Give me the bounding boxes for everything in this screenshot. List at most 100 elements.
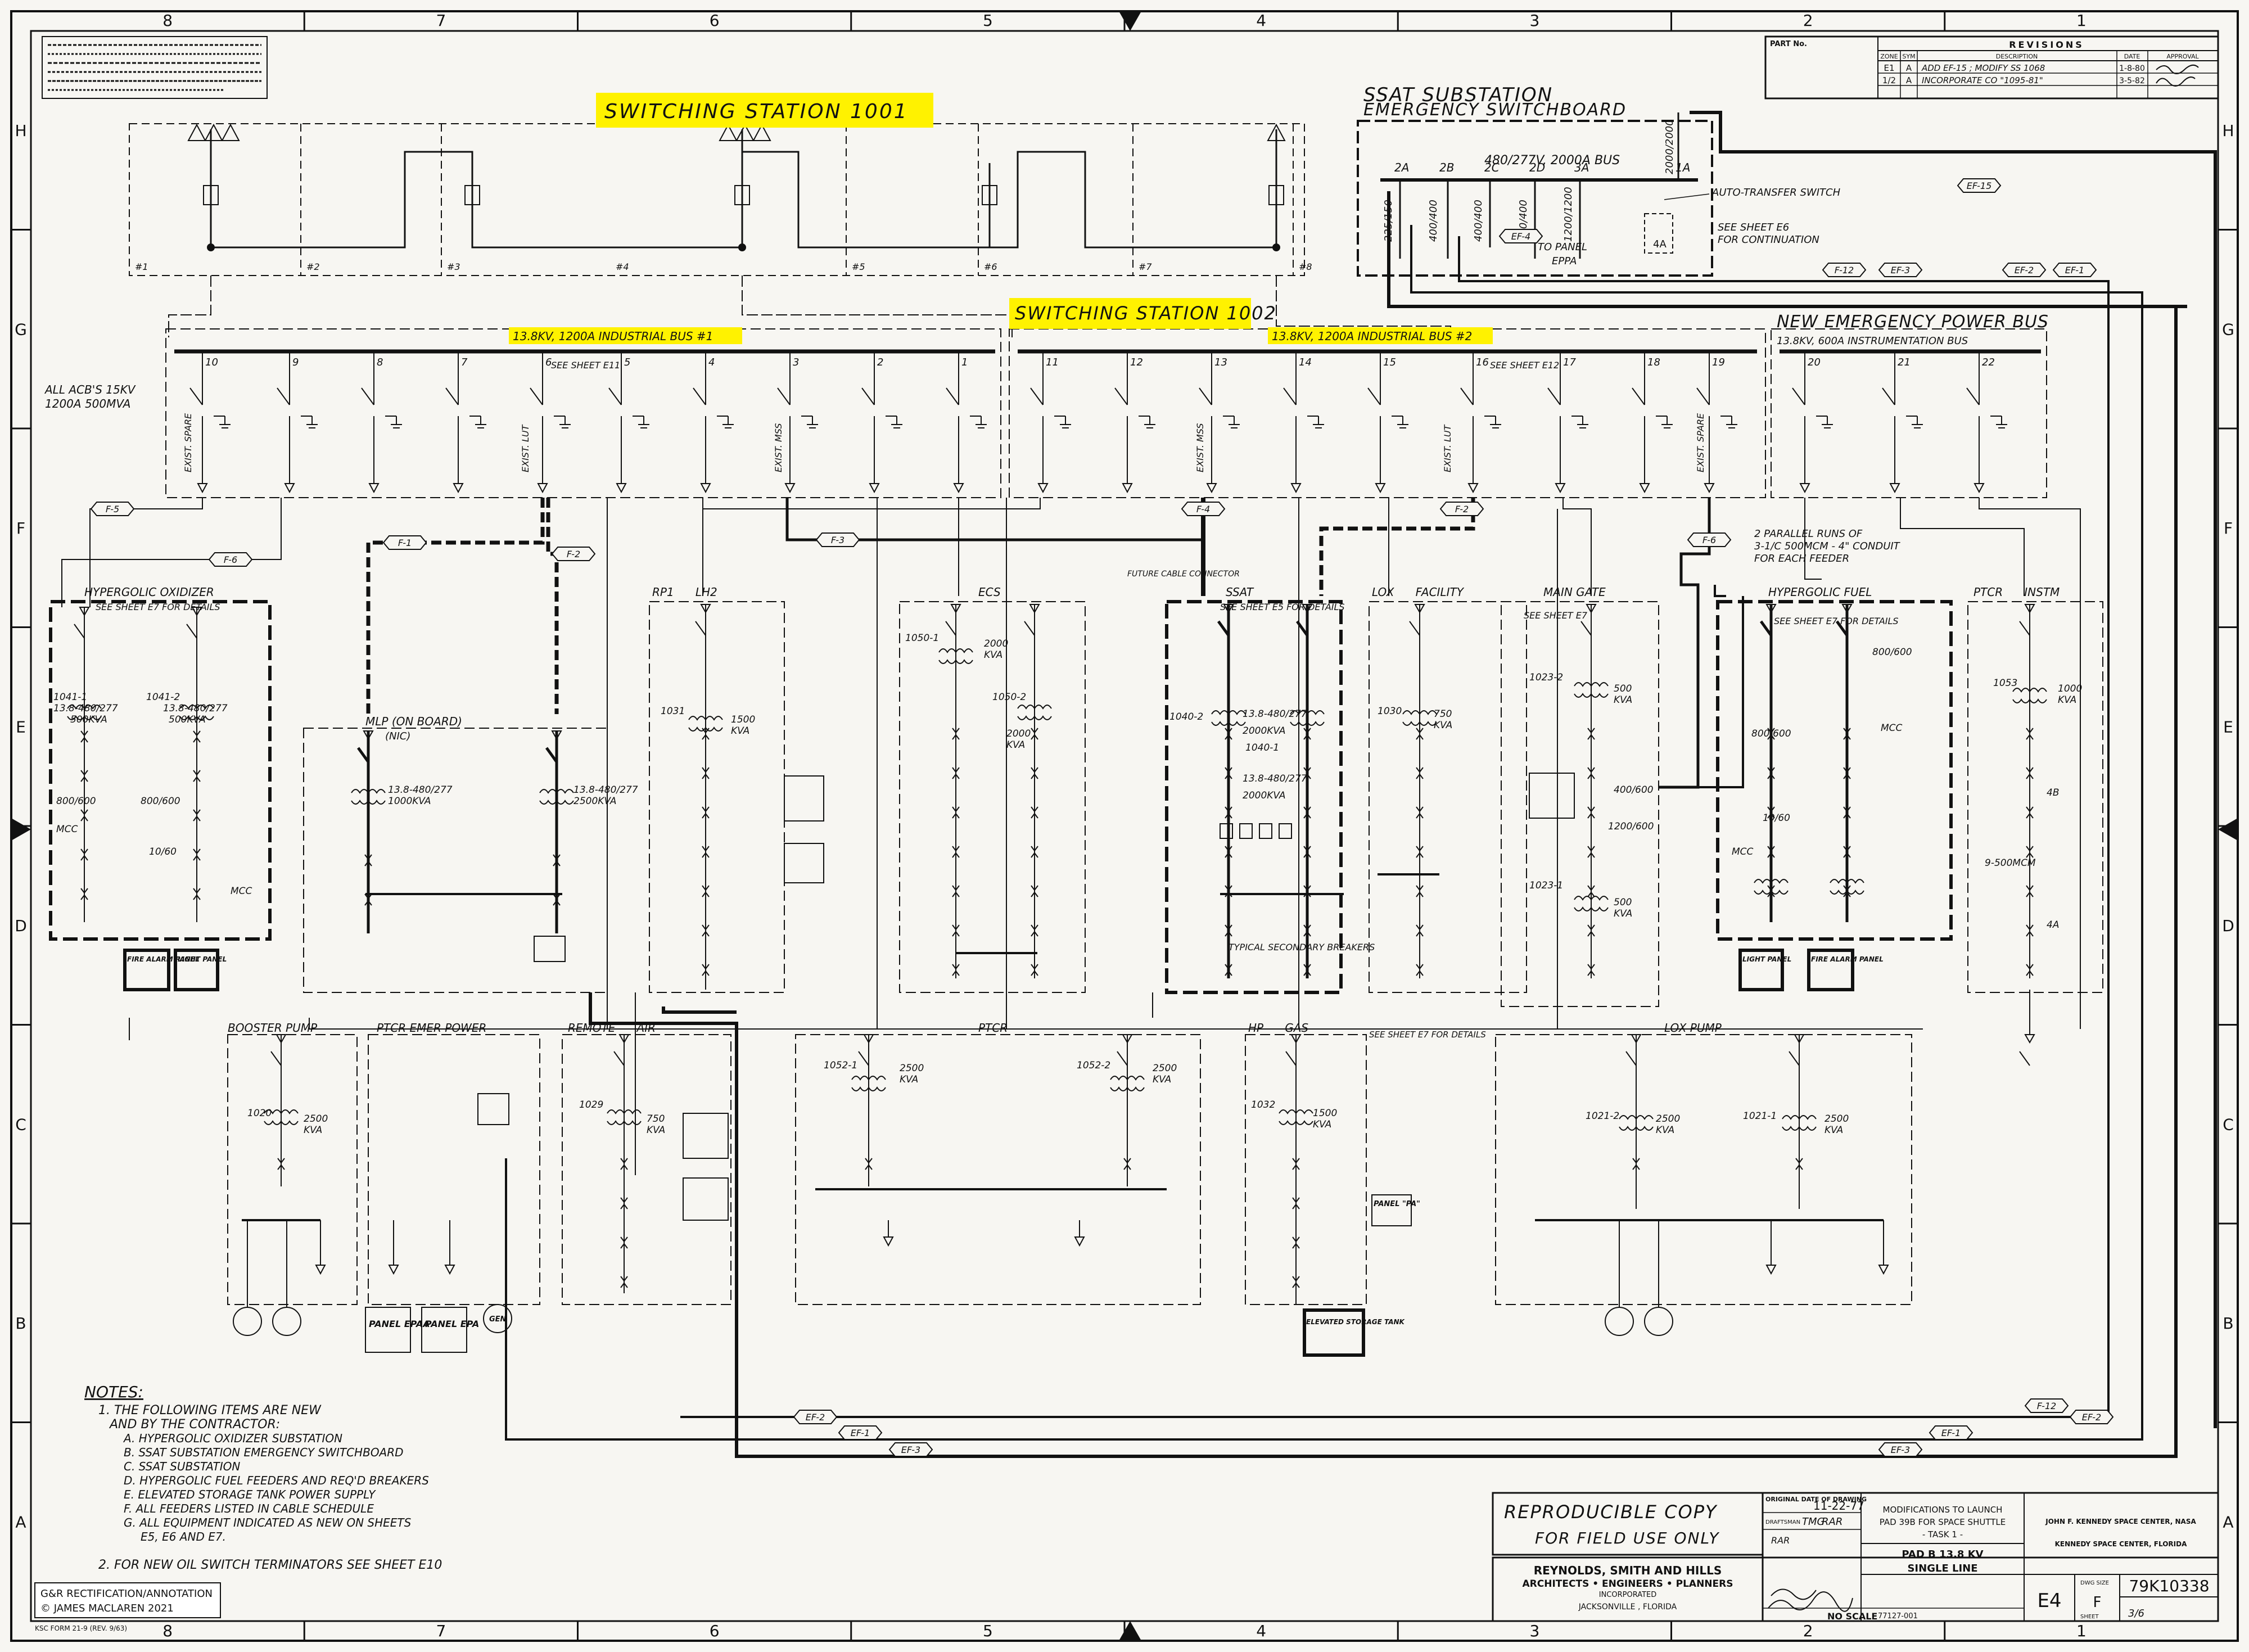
substation-rating-label: 13.8-480/277	[573, 784, 638, 796]
svg-text:#7: #7	[1139, 261, 1152, 272]
motor-loads	[233, 1220, 1889, 1336]
svg-text:MODIFICATIONS TO LAUNCH: MODIFICATIONS TO LAUNCH	[1883, 1505, 2003, 1515]
svg-text:77127-001: 77127-001	[1878, 1612, 1918, 1621]
cable-tag: F-12	[2024, 1398, 2069, 1413]
svg-text:#2: #2	[306, 261, 320, 272]
zone-col-bottom: 3	[1529, 1622, 1539, 1640]
ecs-title: ECS	[978, 585, 1001, 599]
zone-col-top: 5	[983, 11, 993, 30]
svg-text:PANEL "PA": PANEL "PA"	[1374, 1200, 1420, 1208]
substation-rating-label: KVA	[304, 1125, 322, 1136]
notice-block	[42, 36, 268, 99]
transformer-symbol	[1574, 682, 1609, 698]
rev-row1-date: 1-8-80	[2119, 64, 2145, 73]
zone-col-top: 6	[710, 11, 720, 30]
mlp-sub: (NIC)	[385, 730, 410, 742]
bus-breaker-number: 2	[877, 356, 883, 368]
svg-text:KENNEDY SPACE CENTER, FLORIDA: KENNEDY SPACE CENTER, FLORIDA	[2055, 1540, 2187, 1548]
svg-text:F-6: F-6	[1702, 535, 1716, 545]
feeder-column	[1835, 604, 1853, 922]
emer-bus-title: NEW EMERGENCY POWER BUS	[1777, 312, 2049, 332]
acbs-label-1: ALL ACB'S 15KV	[44, 383, 136, 396]
zone-row-left: A	[15, 1513, 26, 1531]
substation-rating-label: KVA	[1313, 1119, 1331, 1130]
ssat-bus-label: 480/277V, 2000A BUS	[1484, 154, 1620, 168]
substation-rating-label: 400/600	[1614, 784, 1654, 796]
bus-breaker	[1283, 351, 1324, 494]
substation-titles: HYPERGOLIC OXIDIZER SEE SHEET E7 FOR DET…	[84, 528, 2060, 1040]
bus1-label: 13.8KV, 1200A INDUSTRIAL BUS #1	[513, 330, 713, 343]
rev-row2-signature	[2156, 76, 2196, 87]
zone-row-left: G	[15, 320, 27, 338]
bus-breaker	[1632, 351, 1673, 494]
ssat-emergency-switchboard	[1357, 112, 1713, 277]
bus-breaker	[693, 351, 734, 494]
zone-row-left: H	[15, 121, 26, 140]
substation-rating-label: 1021-1	[1743, 1111, 1777, 1122]
feeder-column	[1580, 604, 1597, 978]
svg-text:F-6: F-6	[224, 554, 237, 565]
zone-row-right: A	[2223, 1513, 2233, 1531]
bus-breaker	[189, 351, 231, 494]
substation-rating-label: KVA	[1006, 739, 1025, 751]
bus-breaker	[1966, 351, 2007, 494]
bus-breaker	[445, 351, 486, 494]
substation-rating-label: MCC	[1881, 723, 1903, 734]
svg-text:LIGHT PANEL: LIGHT PANEL	[1742, 955, 1791, 963]
svg-text:D. HYPERGOLIC FUEL FEEDERS AND: D. HYPERGOLIC FUEL FEEDERS AND REQ'D BRE…	[124, 1474, 429, 1487]
substation-rating-label: 9-500MCM	[1985, 857, 2036, 869]
ssat-sub-title: SSAT	[1226, 585, 1254, 599]
svg-text:F-2: F-2	[567, 549, 580, 559]
substation-rating-label: 1050-2	[992, 692, 1026, 703]
revisions-title: REVISIONS	[2009, 39, 2084, 50]
transformer-symbol	[1402, 710, 1437, 726]
substation-rating-label: KVA	[1825, 1125, 1843, 1136]
svg-text:REPRODUCIBLE COPY: REPRODUCIBLE COPY	[1504, 1501, 1718, 1523]
bus-breaker	[361, 351, 402, 494]
zone-row-right: E	[2223, 717, 2233, 736]
transformer-symbol	[1290, 710, 1325, 726]
svg-text:EF-1: EF-1	[851, 1428, 870, 1438]
svg-text:EF-15: EF-15	[1967, 180, 1992, 191]
parallel-note-3: FOR EACH FEEDER	[1754, 553, 1849, 565]
substation-rating-label: 2500KVA	[573, 796, 617, 807]
bus-breaker	[1460, 351, 1501, 494]
feeder-column	[1759, 604, 1777, 922]
ssat-rating-label: 400/400	[1473, 200, 1484, 242]
svg-text:F-12: F-12	[1835, 265, 1854, 276]
hyp-fuel-title: HYPERGOLIC FUEL	[1768, 585, 1872, 599]
transformer-symbol	[1754, 879, 1789, 895]
panel-labels: FIRE ALARM PANEL LIGHT PANEL LIGHT PANEL…	[127, 955, 1884, 1329]
rectification-line2: © JAMES MACLAREN 2021	[40, 1603, 174, 1614]
main-gate-note: SEE SHEET E7	[1524, 610, 1588, 621]
substation-rating-label: KVA	[1656, 1125, 1674, 1136]
feeder-column	[1625, 1034, 1642, 1209]
bus-breaker-number: 21	[1898, 356, 1911, 368]
form-number: KSC FORM 21-9 (REV. 9/63)	[35, 1624, 127, 1632]
rectification-box	[34, 1582, 221, 1618]
svg-text:F-5: F-5	[106, 504, 119, 514]
transformer-symbol	[1782, 1115, 1817, 1131]
substation-rating-label: 1500	[1313, 1108, 1337, 1119]
zone-col-bottom: 7	[436, 1622, 446, 1640]
substation-rating-label: 1000KVA	[388, 796, 431, 807]
feeder-column	[2019, 990, 2035, 1066]
svg-text:JACKSONVILLE , FLORIDA: JACKSONVILLE , FLORIDA	[1578, 1603, 1677, 1612]
bus-breaker-number: 16	[1476, 356, 1489, 368]
bus-breaker-number: 14	[1299, 356, 1312, 368]
ssat-title-2: EMERGENCY SWITCHBOARD	[1363, 100, 1627, 120]
cable-tag: F-12	[1822, 263, 1867, 277]
bus2-highlight	[1268, 327, 1493, 344]
substation-rating-label: 800/600	[141, 796, 180, 807]
transformer-symbol	[1211, 710, 1246, 726]
substation-rating-label: 1052-1	[824, 1060, 857, 1071]
svg-text:F-3: F-3	[831, 535, 844, 545]
cable-tag: F-5	[90, 502, 135, 516]
substation-ratings: 1041-113.8-480/277500KVA1041-213.8-480/2…	[53, 633, 2082, 1136]
to-panel-label: TO PANEL	[1538, 241, 1587, 253]
svg-text:B. SSAT SUBSTATION EMERGENCY S: B. SSAT SUBSTATION EMERGENCY SWITCHBOARD	[124, 1446, 404, 1459]
cable-tag: EF-2	[2002, 263, 2047, 277]
feeder-column	[1024, 604, 1040, 978]
ssat-rating-label: 2000/2000	[1664, 119, 1676, 174]
